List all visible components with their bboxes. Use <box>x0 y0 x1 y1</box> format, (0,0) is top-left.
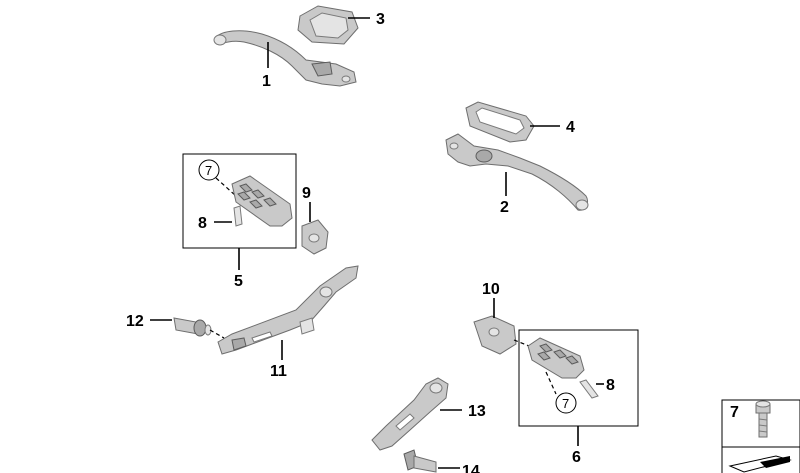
bolt-with-washer-icon[interactable] <box>173 317 212 337</box>
callout-4: 4 <box>566 119 575 136</box>
callout-7a: 7 <box>205 163 212 178</box>
assembly-line-12 <box>209 329 225 339</box>
pin-icon[interactable] <box>579 379 599 399</box>
callout-8a: 8 <box>198 215 207 232</box>
callout-7c: 7 <box>730 404 739 421</box>
pin-icon[interactable] <box>233 205 243 227</box>
socket-head-screw-icon <box>755 400 771 438</box>
legend-box-7: 7 <box>721 399 800 473</box>
footpeg-bracket-icon[interactable] <box>473 315 517 355</box>
callout-5: 5 <box>234 273 243 290</box>
footpeg-right-icon[interactable] <box>527 337 585 379</box>
scale-wedge-fill-icon <box>760 456 790 468</box>
callout-12: 12 <box>126 313 144 330</box>
reservoir-cover-icon[interactable] <box>297 5 359 45</box>
callout-8b: 8 <box>606 377 615 394</box>
circle-callout-7a <box>198 159 220 181</box>
callout-14: 14 <box>462 463 480 473</box>
callout-11: 11 <box>270 363 287 380</box>
brake-lever-icon[interactable] <box>445 133 589 211</box>
leader-7a <box>215 177 237 197</box>
callout-1: 1 <box>262 73 271 90</box>
clutch-lever-icon[interactable] <box>213 30 357 87</box>
reservoir-cover-frame-icon[interactable] <box>465 101 535 143</box>
brake-pedal-icon[interactable] <box>371 377 449 451</box>
callout-13: 13 <box>468 403 486 420</box>
footpeg-left-icon[interactable] <box>231 175 293 227</box>
shift-lever-icon[interactable] <box>217 265 359 355</box>
callout-6: 6 <box>572 449 581 466</box>
shoulder-bolt-icon[interactable] <box>403 449 437 473</box>
circle-callout-7b <box>555 392 577 414</box>
callout-7b: 7 <box>562 396 569 411</box>
callout-10: 10 <box>482 281 500 298</box>
callout-9: 9 <box>302 185 311 202</box>
footpeg-bracket-icon[interactable] <box>301 219 329 255</box>
callout-2: 2 <box>500 199 509 216</box>
callout-3: 3 <box>376 11 385 28</box>
leader-7b <box>545 371 557 395</box>
